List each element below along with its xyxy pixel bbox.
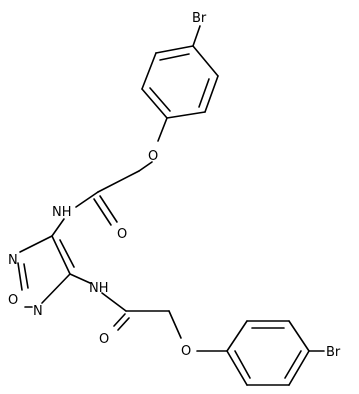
bond-top-o-ch2 <box>138 161 153 172</box>
atom-n-ring-upper: N <box>8 253 18 268</box>
atom-o-ether-top: O <box>148 149 158 164</box>
bond-ring-nh-bottom <box>69 273 91 284</box>
atom-o-ring: O <box>8 293 18 308</box>
top-bromophenyl-ring <box>141 45 219 119</box>
atom-nh-top: NH <box>52 205 72 220</box>
atom-o-carbonyl-top: O <box>117 227 127 242</box>
bond-top-co-nh <box>75 191 99 208</box>
bond-bottom-co-double-2 <box>117 317 130 331</box>
bond-bottom-co-double-1 <box>113 313 126 327</box>
bond-top-c-br <box>192 25 201 47</box>
bond-top-ch2-co <box>97 170 140 193</box>
bond-top-co-double-2 <box>93 198 112 226</box>
bond-bottom-ch2-o <box>168 310 182 339</box>
bond-bottom-nh-co <box>101 292 127 312</box>
atom-nh-bottom: NH <box>89 281 109 296</box>
bond-top-ring-o <box>157 117 168 142</box>
atom-o-ether-bottom: O <box>181 344 191 359</box>
bottom-bromophenyl-ring <box>226 320 310 386</box>
atom-br-bottom: Br <box>326 345 341 360</box>
bond-top-co-double-1 <box>99 195 118 223</box>
bond-top-nh-ring <box>51 218 65 237</box>
atom-br-top: Br <box>192 11 207 26</box>
oxadiazole-ring <box>17 235 75 308</box>
atom-n-ring-lower: N <box>33 304 43 319</box>
atom-o-carbonyl-bottom: O <box>99 332 109 347</box>
